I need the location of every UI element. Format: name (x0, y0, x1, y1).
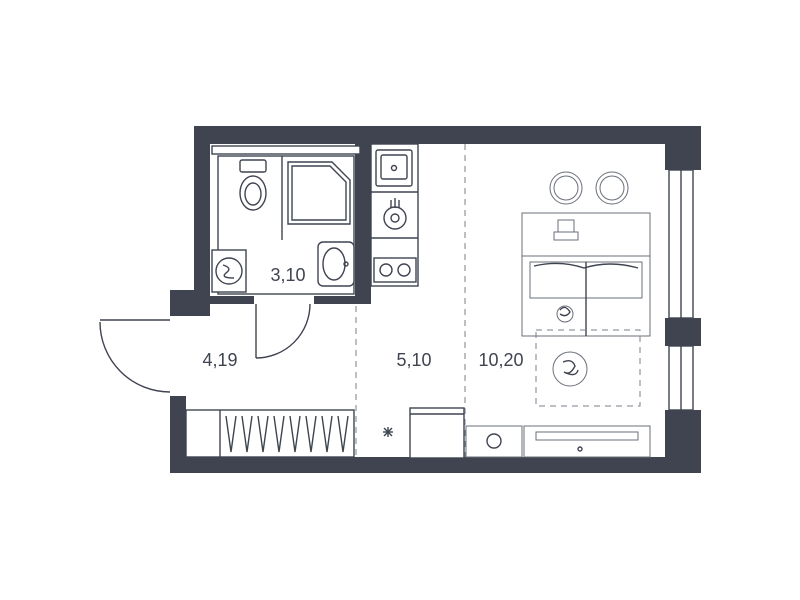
room-area-kitchen: 5,10 (396, 350, 431, 370)
pendant-lamp-icon (595, 171, 629, 205)
plant-icon (556, 305, 574, 323)
entrance-door (99, 319, 171, 393)
shower-tray-icon (287, 161, 351, 225)
windows (668, 169, 694, 411)
zone-dividers (355, 144, 466, 457)
rug (535, 329, 641, 407)
kitchen-sink-icon (375, 149, 413, 187)
room-area-bathroom: 3,10 (270, 265, 305, 285)
pendant-lamp-icon (549, 171, 583, 205)
laptop-icon (553, 219, 579, 241)
stove-icon (373, 257, 417, 283)
ceiling-light-icon (383, 427, 393, 437)
kitchen: 5,10 (370, 143, 465, 459)
desk (521, 212, 651, 258)
wardrobe (185, 409, 355, 458)
tv-unit (465, 425, 651, 458)
sofa-bed (521, 255, 651, 337)
kitchen-hood-icon (383, 198, 407, 230)
living-room: 10,20 (465, 171, 651, 458)
room-area-hallway: 4,19 (202, 350, 237, 370)
toilet-icon (239, 159, 267, 211)
hallway: 4,19 (99, 319, 355, 458)
coffee-table-icon (552, 351, 588, 387)
bathroom-sink-icon (317, 241, 355, 287)
fridge-icon (409, 407, 465, 459)
bathroom: 3,10 (211, 145, 361, 359)
washing-machine-icon (211, 249, 247, 293)
walls (170, 126, 701, 473)
bathroom-door (255, 303, 311, 359)
room-area-living-room: 10,20 (478, 350, 523, 370)
